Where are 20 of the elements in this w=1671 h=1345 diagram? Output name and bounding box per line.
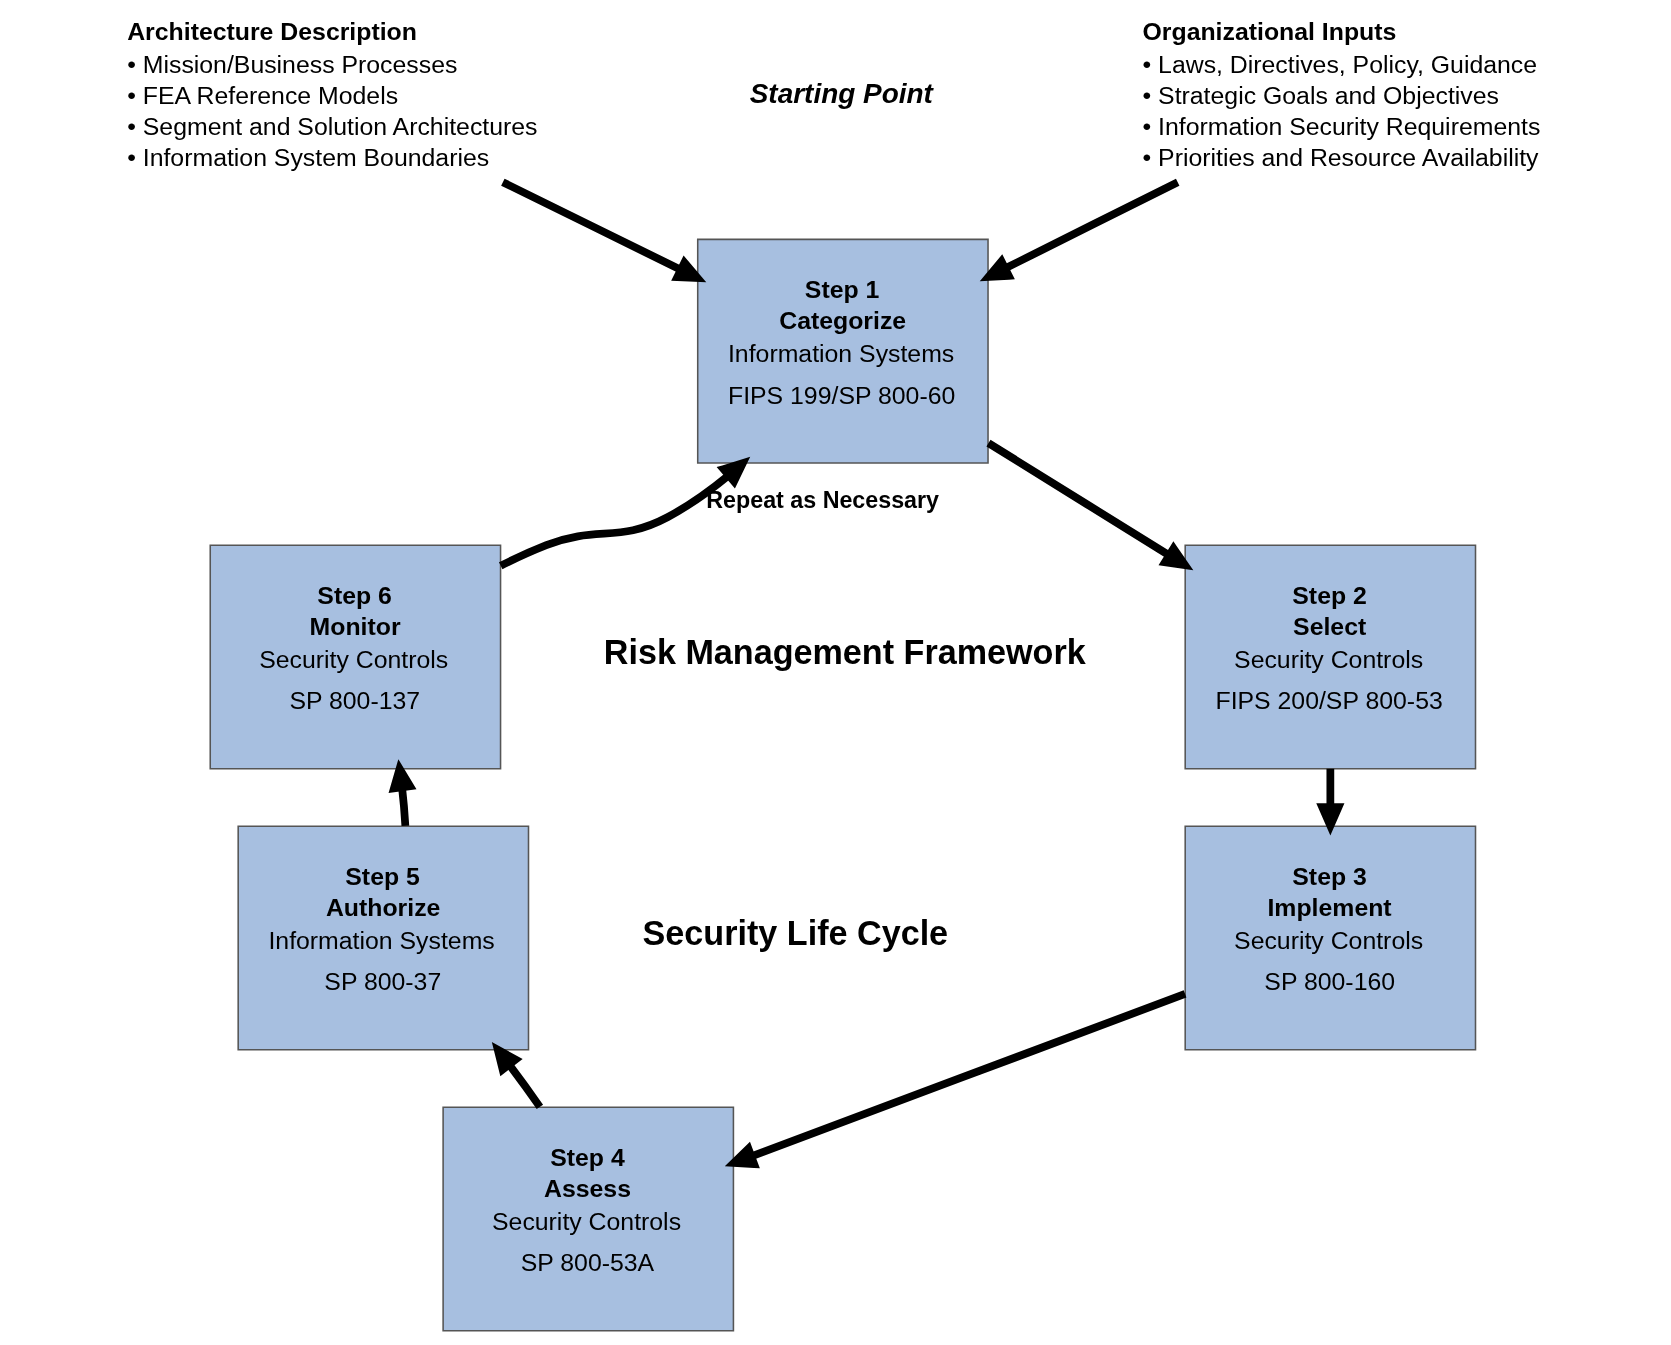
node-text: Organizational Inputs • Laws, Directives, Policy, Guidance • Strategic Goals and Objectives • Information Security Requirements • Priorities and Resource Availability — [1142, 18, 1541, 172]
arrow — [724, 990, 1187, 1169]
arrow — [979, 178, 1180, 282]
arrow — [1316, 768, 1345, 836]
label: Security Life Cycle — [642, 914, 949, 953]
edge-label: Repeat as Necessary — [706, 486, 940, 513]
node-box: Step 6 Monitor Security Controls SP 800-137 — [209, 544, 502, 770]
arrow — [986, 439, 1194, 571]
node-box: Step 4 Assess Security Controls SP 800-53A — [442, 1106, 735, 1332]
arrow — [499, 456, 751, 570]
node-box: Step 1 Categorize Information Systems FIPS 199/SP 800-60 — [696, 238, 989, 464]
node-box: Step 3 Implement Security Controls SP 800-160 — [1184, 825, 1477, 1051]
label: Starting Point — [749, 78, 933, 110]
node-box: Step 2 Select Security Controls FIPS 200/SP 800-53 — [1184, 544, 1477, 770]
arrow — [388, 759, 417, 827]
label: Risk Management Framework — [603, 633, 1086, 672]
node-box: Step 5 Authorize Information Systems SP 800-37 — [237, 825, 530, 1051]
arrow — [501, 178, 707, 283]
node-text: Architecture Description • Mission/Business Processes • FEA Reference Models • Segment and Solution Architectures • Information System Boundaries — [127, 18, 538, 172]
arrow — [491, 1042, 544, 1110]
